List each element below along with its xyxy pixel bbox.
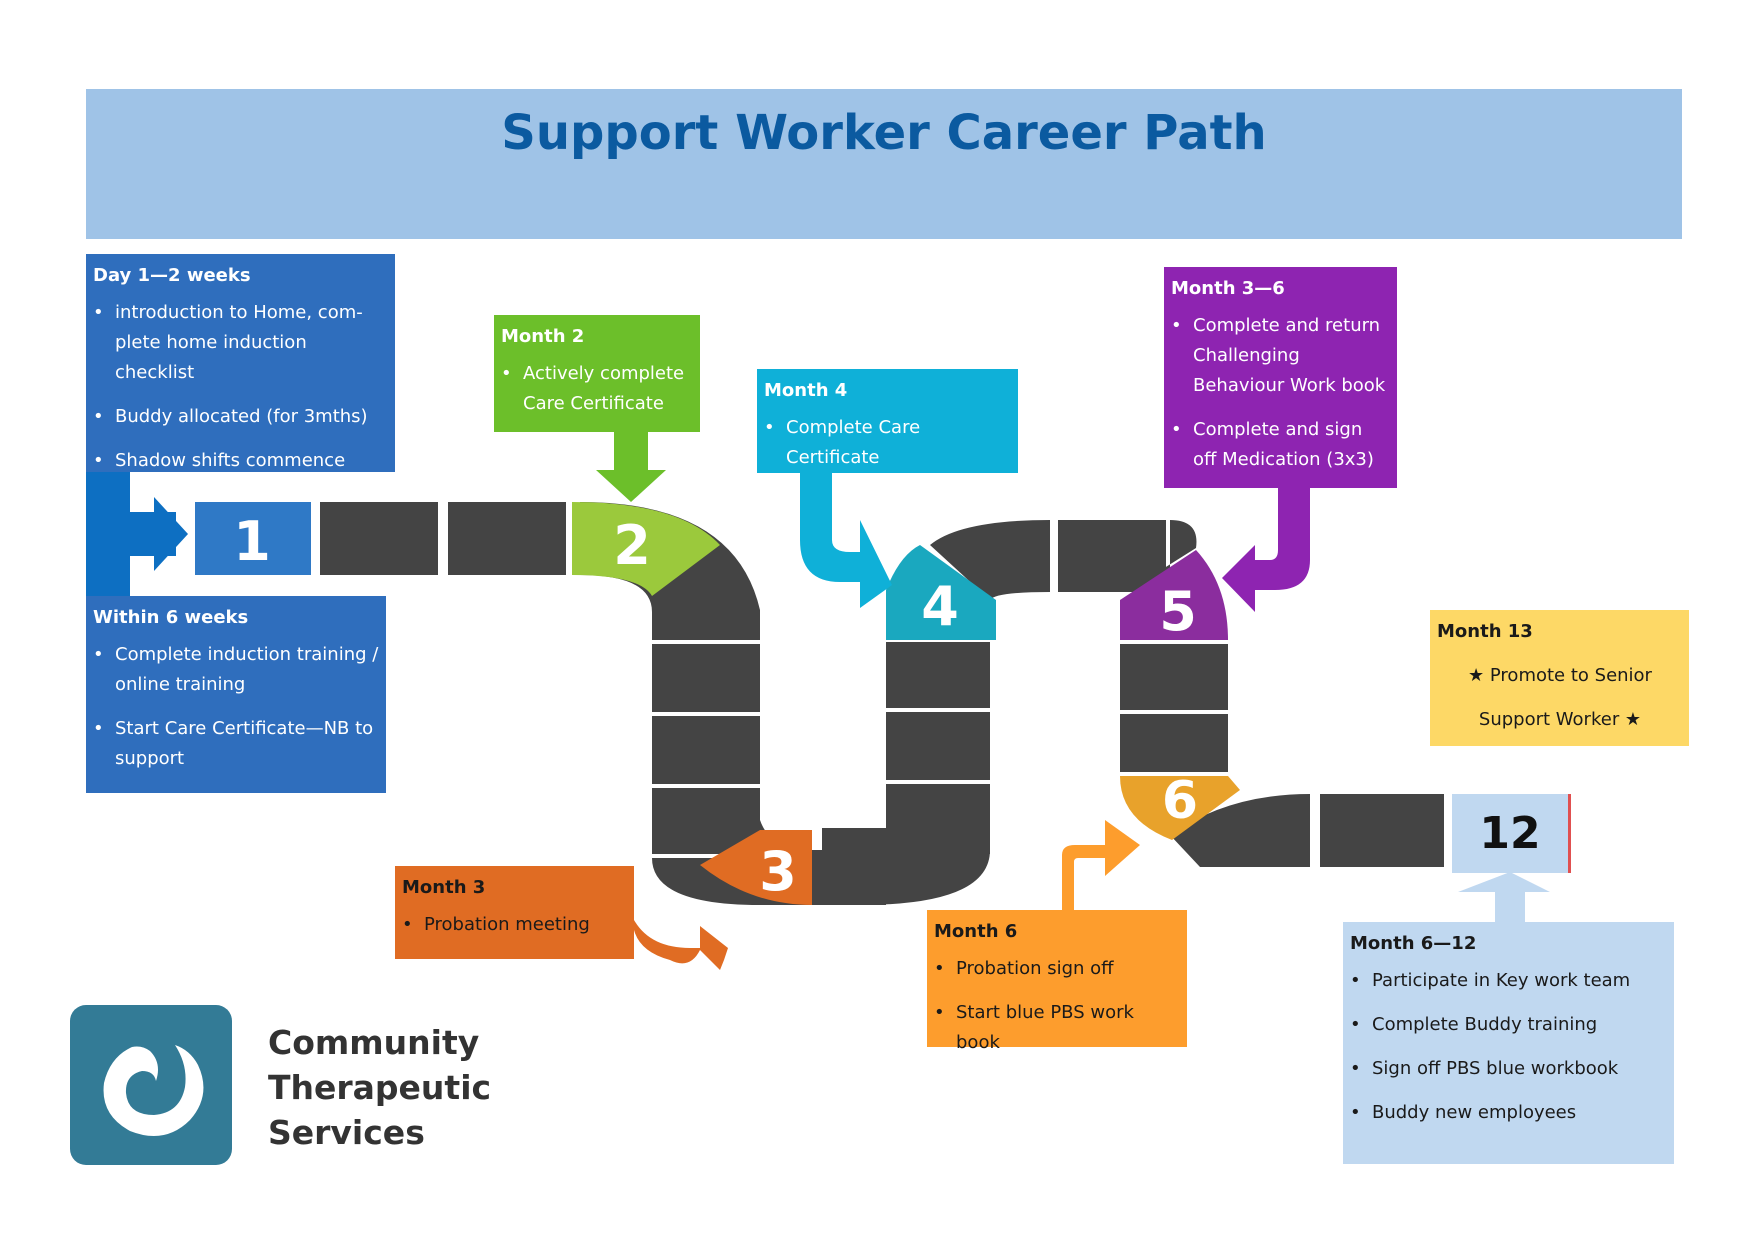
month2-arrow-head xyxy=(596,470,666,502)
road-segment xyxy=(1320,794,1444,867)
box-list: Complete Care Certificate xyxy=(764,413,1012,473)
month2-arrow-shaft xyxy=(614,432,648,472)
road-curve xyxy=(1170,794,1310,867)
logo-line: Therapeutic xyxy=(268,1068,492,1107)
list-item: Complete and sign off Medication (3x3) xyxy=(1171,415,1391,475)
list-item: Sign off PBS blue workbook xyxy=(1350,1054,1668,1084)
road-segment xyxy=(886,784,990,854)
list-item: Buddy allocated (for 3mths) xyxy=(93,402,389,432)
page-title: Support Worker Career Path xyxy=(501,105,1267,161)
box-heading: Month 13 xyxy=(1437,621,1533,642)
entry-arrow-head xyxy=(154,497,188,571)
list-item: Complete Buddy training xyxy=(1350,1010,1668,1040)
box-list: Probation meeting xyxy=(402,910,628,940)
list-item: Complete induction training / online tra… xyxy=(93,640,380,700)
box-heading: Day 1—2 weeks xyxy=(93,265,251,286)
month-3-to-6-box: Month 3—6 Complete and return Challengin… xyxy=(1164,267,1397,488)
swirl-icon xyxy=(103,1045,204,1137)
list-item: Shadow shifts commence xyxy=(93,446,389,476)
list-item: introduction to Home, com-plete home ind… xyxy=(93,298,389,388)
title-banner: Support Worker Career Path xyxy=(86,89,1682,239)
month4-arrow xyxy=(800,473,892,608)
list-item: Start Care Certificate—NB to support xyxy=(93,714,380,774)
box-heading: Month 3 xyxy=(402,877,486,898)
month-13-box: Month 13 ★ Promote to Senior Support Wor… xyxy=(1430,610,1689,746)
month6to12-arrow xyxy=(1458,872,1550,922)
box-heading: Month 3—6 xyxy=(1171,278,1285,299)
step-4-number: 4 xyxy=(921,575,959,638)
step-1-number: 1 xyxy=(233,510,271,573)
month-6-box: Month 6 Probation sign off Start blue PB… xyxy=(927,910,1187,1053)
month3to6-arrow xyxy=(1222,488,1310,612)
step-4-tile xyxy=(886,545,996,640)
road-arch xyxy=(1126,520,1197,592)
month6-arrow xyxy=(1030,820,1140,910)
box-list: Actively complete Care Certificate xyxy=(501,359,694,419)
step-3-number: 3 xyxy=(759,840,797,903)
list-item: Probation sign off xyxy=(934,954,1181,984)
month-2-box: Month 2 Actively complete Care Certifica… xyxy=(494,315,700,432)
road-segment xyxy=(652,644,760,712)
box-list: Participate in Key work team Complete Bu… xyxy=(1350,966,1668,1128)
list-item: Buddy new employees xyxy=(1350,1098,1668,1128)
box-list: introduction to Home, com-plete home ind… xyxy=(93,298,389,476)
road-segment xyxy=(822,828,886,905)
list-item: Probation meeting xyxy=(402,910,628,940)
box-list: Complete and return Challenging Behaviou… xyxy=(1171,311,1391,475)
month-4-box: Month 4 Complete Care Certificate xyxy=(757,369,1018,473)
step-12-tile: 12 xyxy=(1452,794,1571,873)
road-segment xyxy=(448,502,566,575)
step-6-tile xyxy=(1120,776,1240,840)
list-item: Complete and return Challenging Behaviou… xyxy=(1171,311,1391,401)
step-1-tile xyxy=(195,502,311,575)
promotion-line-1: ★ Promote to Senior xyxy=(1468,665,1652,686)
road-segment xyxy=(1120,714,1228,772)
road-arch xyxy=(930,520,1050,600)
step-5-number: 5 xyxy=(1159,580,1197,643)
box-heading: Month 2 xyxy=(501,326,585,347)
month-3-box: Month 3 Probation meeting xyxy=(395,866,634,959)
list-item: Start blue PBS work book xyxy=(934,998,1181,1058)
month-6-to-12-box: Month 6—12 Participate in Key work team … xyxy=(1343,922,1674,1164)
box-heading: Month 6 xyxy=(934,921,1018,942)
road-segment xyxy=(652,716,760,784)
step-6-number: 6 xyxy=(1162,771,1198,831)
step-5-tile xyxy=(1120,550,1228,640)
logo-line: Community xyxy=(268,1023,480,1062)
list-item: Participate in Key work team xyxy=(1350,966,1668,996)
logo-line: Services xyxy=(268,1113,425,1152)
step-2-tile xyxy=(572,502,720,596)
day1-to-2weeks-box: Day 1—2 weeks introduction to Home, com-… xyxy=(86,254,395,476)
box-heading: Month 4 xyxy=(764,380,848,401)
box-list: Complete induction training / online tra… xyxy=(93,640,380,774)
step-3-tile xyxy=(700,830,812,905)
box-heading: Month 6—12 xyxy=(1350,933,1477,954)
road-segment xyxy=(320,502,438,575)
box-heading: Within 6 weeks xyxy=(93,607,249,628)
step-2-number: 2 xyxy=(613,514,651,577)
road-segment xyxy=(1120,644,1228,710)
list-item: Actively complete Care Certificate xyxy=(501,359,694,419)
logo xyxy=(70,1005,232,1165)
logo-wordmark: Community Therapeutic Services xyxy=(268,1020,491,1155)
road-segment xyxy=(886,712,990,780)
list-item: Complete Care Certificate xyxy=(764,413,1012,473)
month3-arrow xyxy=(634,920,728,970)
road-segment xyxy=(886,642,990,708)
promotion-line-2: Support Worker ★ xyxy=(1478,709,1642,730)
within-6-weeks-box: Within 6 weeks Complete induction traini… xyxy=(86,596,386,793)
box-list: Probation sign off Start blue PBS work b… xyxy=(934,954,1181,1058)
